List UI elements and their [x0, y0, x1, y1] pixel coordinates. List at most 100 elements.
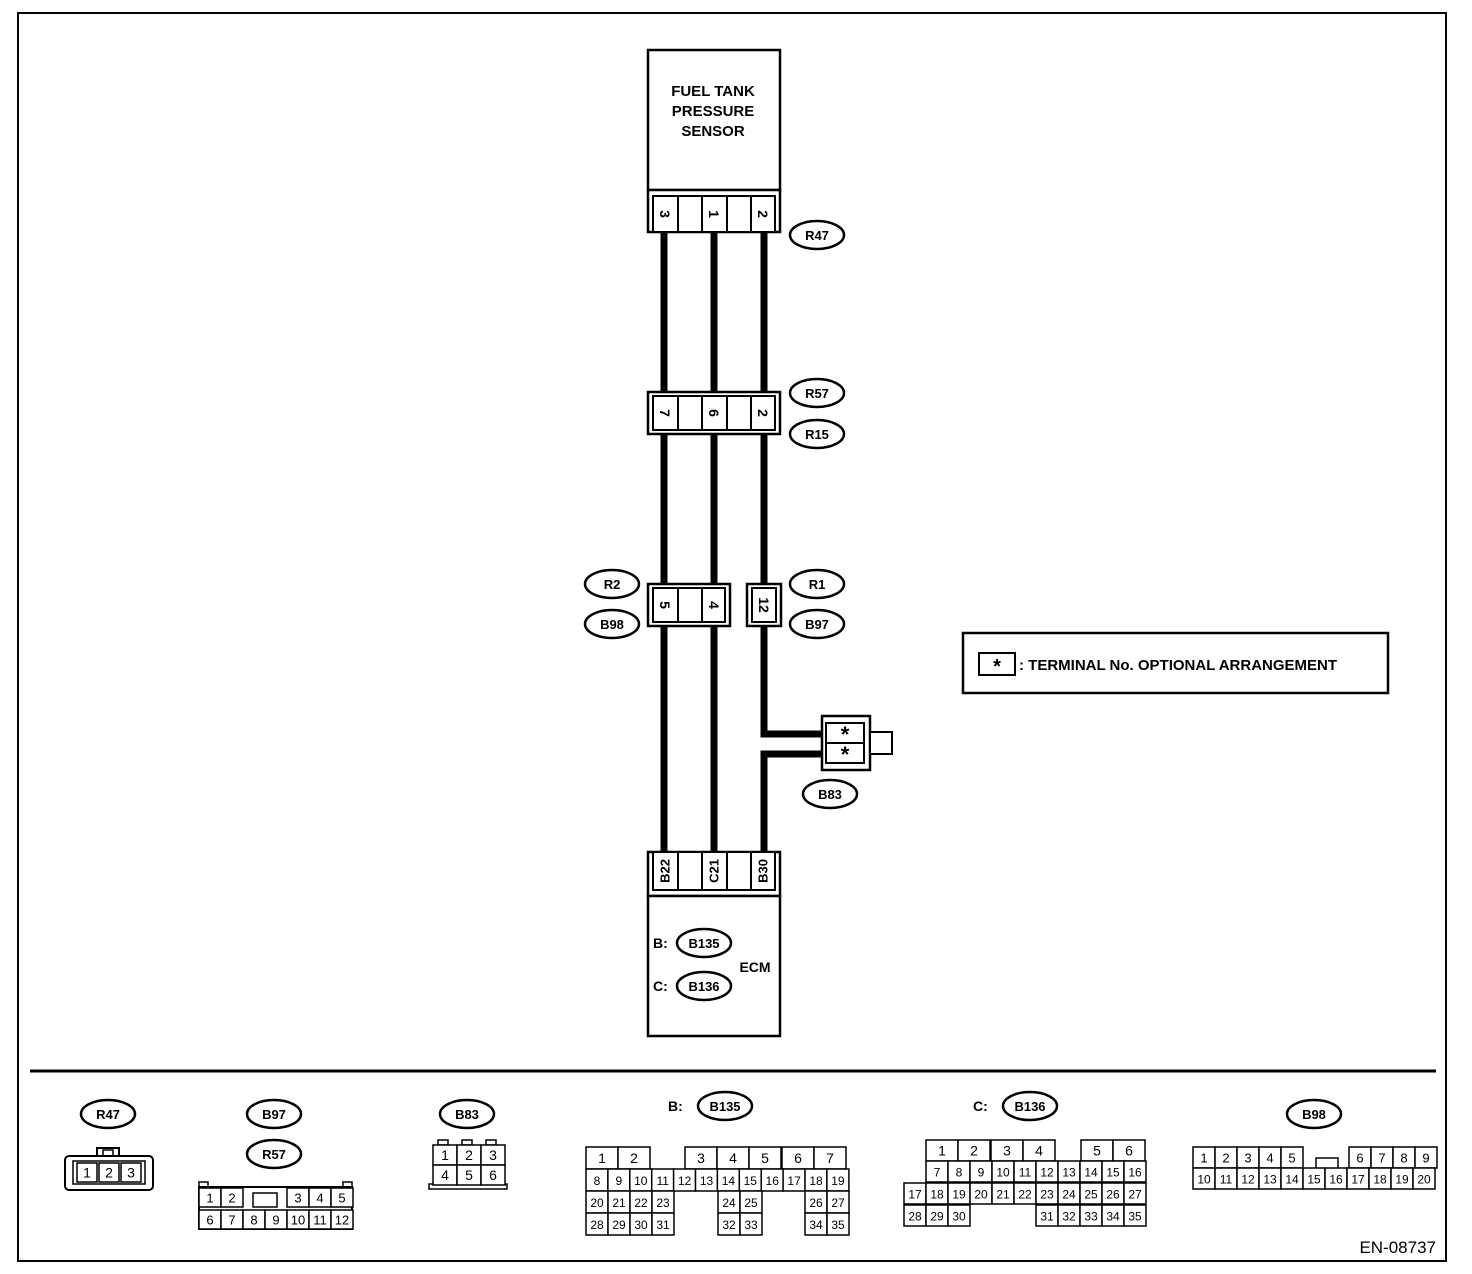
pin-number: 2 [1222, 1151, 1229, 1166]
pin-number: 14 [1285, 1173, 1299, 1187]
pin-number: 18 [1373, 1173, 1387, 1187]
pin-cell [330, 1209, 354, 1230]
view-b97-label: B97 [262, 1107, 286, 1122]
pin-number: 2 [105, 1165, 113, 1181]
pin-cell [1123, 1160, 1147, 1183]
pin-number: 18 [930, 1188, 944, 1202]
pin-number: 25 [1084, 1188, 1098, 1202]
b136-badge [675, 970, 733, 1002]
r57-pin-label: 2 [755, 409, 771, 417]
pin-number: 23 [656, 1196, 670, 1210]
pin-number: 4 [1266, 1151, 1273, 1166]
pin-number: 29 [930, 1210, 944, 1224]
b97-badge [788, 608, 846, 640]
pin-number: 21 [996, 1188, 1010, 1202]
pin-number: 6 [206, 1213, 213, 1228]
pin-number: 3 [1244, 1151, 1251, 1166]
b98-badge [583, 608, 641, 640]
ecm-prefix-c: C: [653, 978, 668, 994]
b97-pin-label: 12 [756, 597, 772, 613]
pin-number: 10 [996, 1166, 1010, 1180]
pin-number: 22 [634, 1196, 648, 1210]
pin-number: 16 [1128, 1166, 1142, 1180]
r15-badge [788, 418, 846, 450]
view-r57-badge [245, 1138, 303, 1170]
pin-number: 29 [612, 1218, 626, 1232]
pin-cell [1123, 1204, 1147, 1227]
pin-number: 9 [272, 1213, 279, 1228]
b98-r2-connector: 5 4 [646, 582, 732, 628]
pin-number: 15 [1307, 1173, 1321, 1187]
pin-number: 19 [1395, 1173, 1409, 1187]
pin-number: 12 [1241, 1173, 1255, 1187]
pin-number: 13 [700, 1174, 714, 1188]
pin-number: 6 [1125, 1143, 1133, 1159]
pin-number: 1 [441, 1147, 449, 1163]
pin-number: 26 [809, 1196, 823, 1210]
pin-cell [120, 1162, 142, 1183]
pin-number: 34 [1106, 1210, 1120, 1224]
view-b136-badge [1001, 1090, 1059, 1122]
pin-number: 2 [465, 1147, 473, 1163]
pin-number: 11 [1220, 1173, 1233, 1187]
ecm-pin-label: B30 [756, 859, 771, 883]
pin-cell [480, 1164, 506, 1186]
view-b83-badge [438, 1098, 496, 1130]
pin-number: 5 [1093, 1143, 1101, 1159]
pin-number: 8 [594, 1174, 601, 1188]
r2-label: R2 [604, 577, 621, 592]
b83-connector: * * [820, 714, 893, 772]
b98-pin-label: 4 [706, 601, 722, 609]
view-b98-badge [1285, 1098, 1343, 1130]
pin-number: 24 [1062, 1188, 1076, 1202]
diagram-frame [17, 12, 1447, 1262]
pin-number: 20 [590, 1196, 604, 1210]
sensor-title-line-1: FUEL TANK [671, 83, 755, 100]
pin-number: 6 [1356, 1151, 1363, 1166]
b135-label: B135 [688, 936, 719, 951]
b83-pin-label: * [841, 722, 850, 747]
pin-number: 14 [722, 1174, 736, 1188]
pin-number: 35 [1128, 1210, 1142, 1224]
r1-badge [788, 568, 846, 600]
pin-number: 3 [1003, 1143, 1011, 1159]
view-r47-badge [79, 1098, 137, 1130]
pin-number: 8 [1400, 1151, 1407, 1166]
pin-number: 19 [831, 1174, 845, 1188]
pin-number: 35 [831, 1218, 845, 1232]
view-b135-label: B135 [709, 1099, 740, 1114]
pin-number: 32 [722, 1218, 736, 1232]
figure-code: EN-08737 [1359, 1238, 1436, 1257]
pin-number: 17 [908, 1188, 922, 1202]
b98-pin-label: 5 [657, 601, 673, 609]
pin-number: 27 [1128, 1188, 1142, 1202]
pin-number: 30 [952, 1210, 966, 1224]
pin-cell [826, 1212, 850, 1236]
pin-number: 9 [616, 1174, 623, 1188]
b135-badge [675, 927, 733, 959]
b136-label: B136 [688, 979, 719, 994]
ecm-pin-label: C21 [707, 859, 722, 883]
pin-number: 12 [1040, 1166, 1054, 1180]
pin-number: 31 [656, 1218, 670, 1232]
pin-number: 23 [1040, 1188, 1054, 1202]
pin-number: 2 [970, 1143, 978, 1159]
b83-badge [801, 778, 859, 810]
pin-cell [651, 1212, 675, 1236]
pin-cell [947, 1204, 971, 1227]
pin-number: 7 [934, 1166, 941, 1180]
pin-cell [1123, 1182, 1147, 1205]
r57-badge [788, 377, 846, 409]
pin-number: 4 [1035, 1143, 1043, 1159]
ecm-label: ECM [739, 959, 770, 975]
pin-number: 15 [1106, 1166, 1120, 1180]
pin-number: 33 [1084, 1210, 1098, 1224]
pin-cell [1412, 1167, 1436, 1190]
